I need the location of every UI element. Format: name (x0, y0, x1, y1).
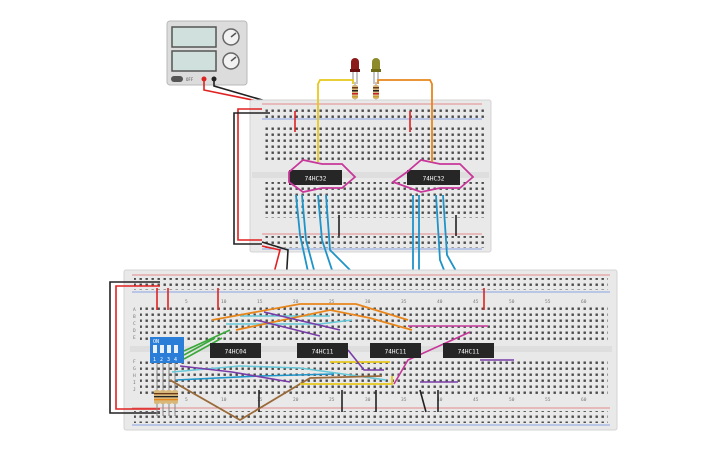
dip-toggle-3[interactable] (167, 345, 171, 353)
chip-label: 74HC11 (312, 349, 334, 356)
dip-switch[interactable]: ON 1 2 3 4 (150, 337, 184, 363)
svg-text:4: 4 (174, 357, 177, 363)
svg-text:60: 60 (581, 397, 587, 403)
svg-text:5: 5 (185, 299, 188, 305)
chip-2-magenta-wires[interactable] (391, 159, 475, 193)
svg-text:1: 1 (153, 357, 156, 363)
yellow-led-wire[interactable] (317, 79, 354, 162)
bottom-chip-74hc11-b[interactable]: 74HC11 (370, 343, 421, 358)
orange-led-wire[interactable] (377, 79, 433, 162)
svg-text:15: 15 (257, 397, 263, 403)
chip-label: 74HC32 (423, 176, 445, 183)
chip-label: 74HC11 (385, 349, 407, 356)
bottom-chip-74hc11-c[interactable]: 74HC11 (443, 343, 494, 358)
svg-text:50: 50 (509, 397, 515, 403)
pulldown-resistors[interactable] (154, 363, 178, 416)
bottom-chip-74hc11-a[interactable]: 74HC11 (297, 343, 348, 358)
svg-text:10: 10 (221, 299, 227, 305)
svg-text:J: J (133, 387, 136, 393)
svg-text:40: 40 (437, 397, 443, 403)
power-switch-label: OFF (186, 77, 194, 82)
svg-text:30: 30 (365, 397, 371, 403)
chip-1-magenta-wires[interactable] (288, 159, 357, 193)
current-display (171, 50, 217, 72)
top-chip-1[interactable]: 74HC32 (289, 170, 342, 185)
svg-text:10: 10 (221, 397, 227, 403)
svg-text:35: 35 (401, 397, 407, 403)
svg-text:H: H (133, 373, 136, 379)
svg-text:2: 2 (160, 357, 163, 363)
svg-text:15: 15 (257, 299, 263, 305)
svg-text:B: B (133, 314, 136, 320)
column-numbers-bottom: 5 10 15 20 25 30 35 40 45 50 55 60 (185, 397, 587, 403)
svg-text:55: 55 (545, 397, 551, 403)
power-supply[interactable]: OFF (166, 20, 248, 86)
led-resistor-2[interactable] (373, 82, 379, 103)
led-red[interactable] (350, 58, 360, 84)
svg-text:F: F (133, 359, 136, 365)
svg-text:C: C (133, 321, 136, 327)
led-resistor-1[interactable] (352, 82, 358, 103)
svg-text:E: E (133, 335, 136, 341)
svg-text:D: D (133, 328, 136, 334)
svg-text:45: 45 (473, 397, 479, 403)
svg-text:20: 20 (293, 397, 299, 403)
svg-text:25: 25 (329, 397, 335, 403)
svg-text:20: 20 (293, 299, 299, 305)
svg-text:60: 60 (581, 299, 587, 305)
dip-toggle-4[interactable] (174, 345, 178, 353)
svg-text:5: 5 (185, 397, 188, 403)
svg-text:A: A (133, 307, 136, 313)
svg-text:45: 45 (473, 299, 479, 305)
svg-text:40: 40 (437, 299, 443, 305)
dip-toggle-2[interactable] (160, 345, 164, 353)
bottom-chip-74hc04[interactable]: 74HC04 (210, 343, 261, 358)
dip-toggle-1[interactable] (153, 345, 157, 353)
svg-text:30: 30 (365, 299, 371, 305)
column-numbers-top: 5 10 15 20 25 30 35 40 45 50 55 60 (185, 299, 587, 305)
svg-text:35: 35 (401, 299, 407, 305)
chip-label: 74HC04 (225, 349, 247, 356)
svg-text:55: 55 (545, 299, 551, 305)
svg-text:25: 25 (329, 299, 335, 305)
chip-label: 74HC32 (305, 176, 327, 183)
row-letters: A B C D E F G H I J (133, 307, 136, 393)
dip-on-label: ON (153, 339, 159, 345)
supply-negative-wire[interactable] (213, 79, 277, 105)
chip-label: 74HC11 (458, 349, 480, 356)
top-chip-2[interactable]: 74HC32 (407, 170, 460, 185)
svg-text:3: 3 (167, 357, 170, 363)
power-switch[interactable] (171, 76, 183, 82)
svg-text:50: 50 (509, 299, 515, 305)
voltage-display (171, 26, 217, 48)
svg-text:I: I (133, 380, 136, 386)
svg-text:G: G (133, 366, 136, 372)
